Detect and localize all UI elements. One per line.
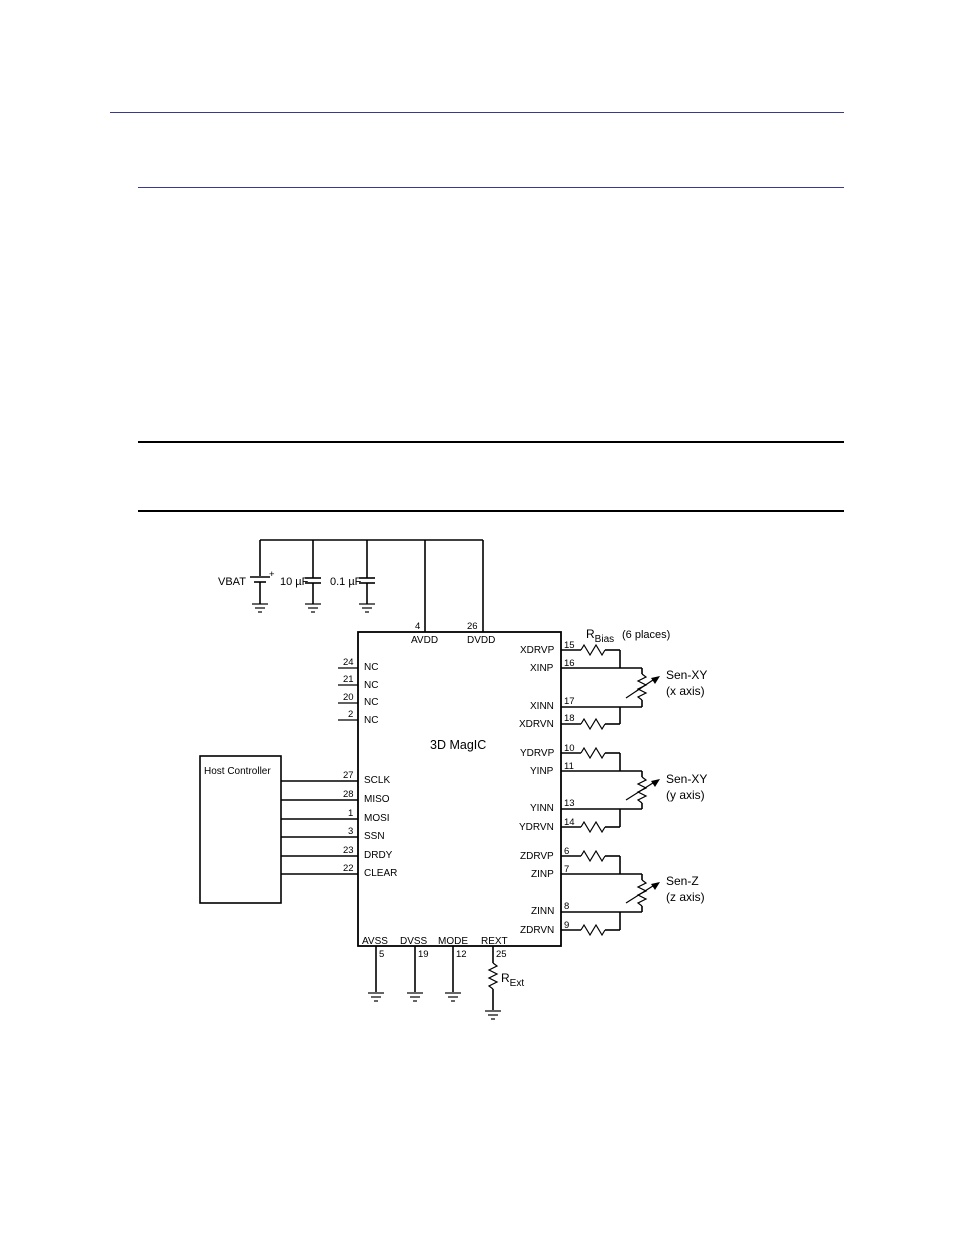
battery-symbol — [250, 576, 270, 604]
ground-symbol — [445, 992, 461, 1002]
pin-number: 8 — [564, 901, 569, 912]
pin-number: 24 — [343, 657, 354, 668]
vbat-label: VBAT — [218, 576, 246, 588]
pin-number: 13 — [564, 798, 575, 809]
pin-label-nc: NC — [364, 697, 378, 708]
pin-number: 28 — [343, 789, 354, 800]
pin-label-nc: NC — [364, 715, 378, 726]
pin-number: 23 — [343, 845, 354, 856]
pin-label-sclk: SCLK — [364, 775, 390, 786]
ground-symbol — [359, 603, 375, 613]
pin-number: 19 — [418, 949, 429, 960]
pin-number: 22 — [343, 863, 354, 874]
pin-label-drdy: DRDY — [364, 850, 393, 861]
pin-label-zinn: ZINN — [531, 906, 554, 917]
capacitor-10uf — [305, 577, 321, 604]
pin-number: 17 — [564, 696, 575, 707]
host-controller-box — [199, 755, 282, 904]
nc-pins — [338, 667, 358, 721]
sensor-z-axis: (z axis) — [666, 890, 705, 904]
power-supply: VBAT + 10 µF 0.1 µF — [218, 539, 484, 632]
figure-rule-bottom — [138, 510, 844, 512]
bottom-pin-wires — [375, 946, 499, 1010]
pin-label-xinp: XINP — [530, 663, 554, 674]
pin-label-avdd: AVDD — [411, 635, 438, 646]
ground-symbol — [305, 603, 321, 613]
pin-label-xdrvp: XDRVP — [520, 645, 555, 656]
pin-label-rext: REXT — [481, 936, 508, 947]
ic-name: 3D MagIC — [430, 738, 486, 752]
ground-symbol — [407, 992, 423, 1002]
pin-number: 14 — [564, 817, 575, 828]
pin-label-xinn: XINN — [530, 701, 554, 712]
sensor-y-name: Sen-XY — [666, 772, 707, 786]
sensor-y-axis: (y axis) — [666, 788, 705, 802]
sensor-network — [561, 643, 660, 937]
cap-10uf-label: 10 µF — [280, 576, 309, 588]
pin-number: 25 — [496, 949, 507, 960]
pin-number: 2 — [348, 709, 353, 720]
pin-number: 26 — [467, 621, 478, 632]
pin-label-ssn: SSN — [364, 831, 385, 842]
pin-number: 18 — [564, 713, 575, 724]
figure-rule-top — [138, 441, 844, 443]
pin-number: 15 — [564, 640, 575, 651]
pin-label-avss: AVSS — [362, 936, 388, 947]
pin-number: 5 — [379, 949, 384, 960]
pin-number: 27 — [343, 770, 354, 781]
rbias-note: (6 places) — [622, 629, 670, 641]
pin-label-miso: MISO — [364, 794, 390, 805]
pin-label-dvdd: DVDD — [467, 635, 495, 646]
pin-number: 3 — [348, 826, 353, 837]
host-controller-label: Host Controller — [204, 766, 271, 777]
pin-label-zdrvn: ZDRVN — [520, 925, 554, 936]
sensor-z-name: Sen-Z — [666, 874, 699, 888]
pin-number: 7 — [564, 864, 569, 875]
pin-number: 11 — [564, 761, 574, 772]
pin-label-clear: CLEAR — [364, 868, 397, 879]
pin-label-mode: MODE — [438, 936, 468, 947]
pin-label-dvss: DVSS — [400, 936, 428, 947]
rext-label: RExt — [501, 971, 524, 989]
pin-number: 1 — [348, 808, 353, 819]
sensor-x-name: Sen-XY — [666, 668, 707, 682]
cap-0-1uf-label: 0.1 µF — [330, 576, 362, 588]
pin-label-ydrvn: YDRVN — [519, 822, 554, 833]
battery-plus-label: + — [269, 569, 275, 580]
pin-label-yinp: YINP — [530, 766, 554, 777]
pin-label-yinn: YINN — [530, 803, 554, 814]
sensor-x-axis: (x axis) — [666, 684, 705, 698]
pin-label-ydrvp: YDRVP — [520, 748, 555, 759]
host-bus-wires — [281, 780, 358, 875]
pin-number: 12 — [456, 949, 467, 960]
pin-label-mosi: MOSI — [364, 813, 390, 824]
ground-symbol — [368, 992, 384, 1002]
header-rule-second — [138, 187, 844, 188]
pin-label-zdrvp: ZDRVP — [520, 851, 554, 862]
ground-symbol — [485, 1010, 501, 1020]
pin-label-nc: NC — [364, 680, 378, 691]
ground-symbol — [252, 603, 268, 613]
pin-number: 20 — [343, 692, 354, 703]
header-rule-top — [110, 112, 844, 113]
pin-label-nc: NC — [364, 662, 378, 673]
pin-number: 4 — [415, 621, 420, 632]
pin-label-zinp: ZINP — [531, 869, 554, 880]
ic-body — [357, 631, 562, 947]
pin-number: 10 — [564, 743, 575, 754]
pin-number: 16 — [564, 658, 575, 669]
pin-number: 9 — [564, 920, 569, 931]
rbias-label: RBias — [586, 627, 614, 645]
pin-label-xdrvn: XDRVN — [519, 719, 554, 730]
pin-number: 21 — [343, 674, 354, 685]
pin-number: 6 — [564, 846, 569, 857]
capacitor-0-1uf — [359, 577, 375, 604]
